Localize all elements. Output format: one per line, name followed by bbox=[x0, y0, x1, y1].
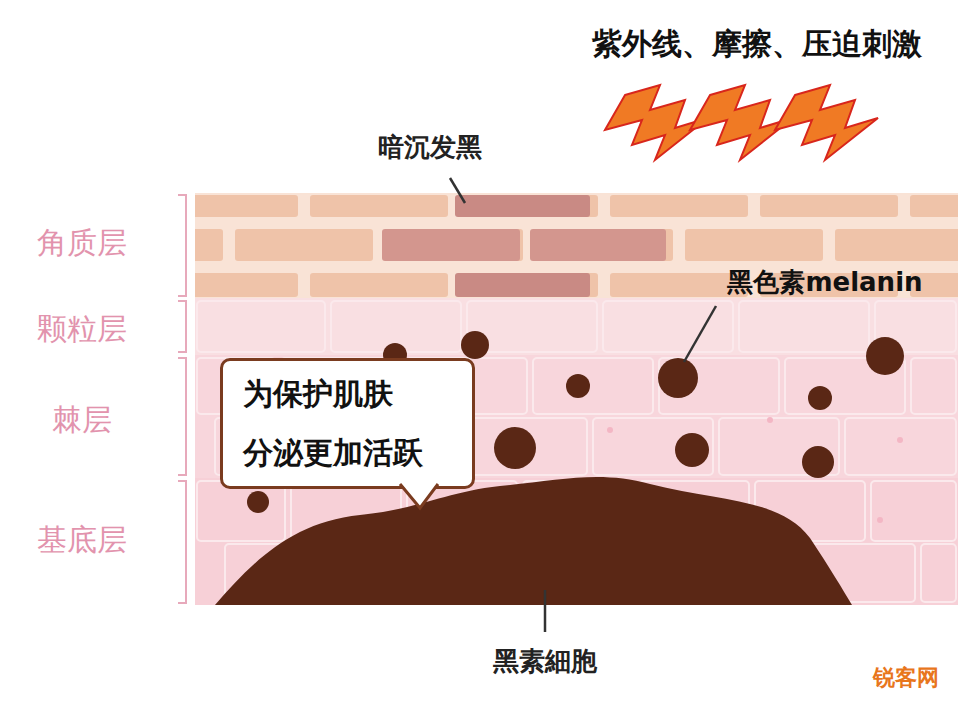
corneum-cell bbox=[195, 229, 223, 261]
bubble-text: 为保护肌肤 分泌更加活跃 bbox=[243, 365, 435, 482]
corneum-cell bbox=[235, 229, 373, 261]
skin-cell bbox=[921, 544, 956, 602]
corneum-cell bbox=[195, 273, 298, 297]
darkened-cells bbox=[382, 195, 666, 297]
cell-nucleus bbox=[767, 417, 773, 423]
corneum-cell bbox=[310, 195, 448, 217]
stratum-granulosum bbox=[195, 298, 958, 355]
layer-name: 颗粒层 bbox=[37, 312, 127, 347]
layer-brackets bbox=[178, 195, 186, 603]
watermark: 锐客网 bbox=[873, 665, 939, 690]
cell-nucleus bbox=[877, 517, 883, 523]
corneum-cells bbox=[195, 195, 958, 297]
layer-name: 角质层 bbox=[37, 226, 127, 261]
skin-cell bbox=[739, 301, 869, 352]
skin-cell bbox=[197, 481, 285, 541]
skin-cell bbox=[593, 418, 713, 475]
speech-bubble: 为保护肌肤 分泌更加活跃 bbox=[220, 358, 475, 489]
corneum-cell bbox=[610, 273, 748, 297]
corneum-cell bbox=[195, 195, 298, 217]
corneum-cell bbox=[610, 195, 748, 217]
leader-lines bbox=[450, 178, 716, 632]
stimulus-bolts bbox=[605, 85, 878, 160]
cell-nucleus bbox=[607, 427, 613, 433]
corneum-cell bbox=[310, 273, 448, 297]
skin-cell bbox=[911, 358, 956, 414]
stimulus-title: 紫外线、摩擦、压迫刺激 bbox=[592, 27, 922, 62]
corneum-cell bbox=[835, 229, 958, 261]
skin-cell bbox=[871, 481, 956, 541]
skin-cell bbox=[659, 358, 779, 414]
layer-name: 基底层 bbox=[37, 523, 127, 558]
layer-name: 棘层 bbox=[52, 403, 112, 438]
melanocyte-label: 黑素細胞 bbox=[493, 647, 597, 677]
corneum-cell bbox=[760, 195, 898, 217]
corneum-cell bbox=[685, 229, 823, 261]
skin-cell bbox=[533, 358, 653, 414]
dullness-label: 暗沉发黑 bbox=[378, 133, 482, 163]
skin-cell bbox=[467, 418, 587, 475]
cell-nucleus bbox=[897, 437, 903, 443]
bubble-tail bbox=[398, 482, 448, 512]
skin-cell bbox=[197, 301, 325, 352]
corneum-cell bbox=[910, 195, 958, 217]
melanin-label: 黑色素melanin bbox=[727, 268, 922, 298]
melanocyte bbox=[215, 477, 852, 605]
skin-cell bbox=[845, 418, 956, 475]
